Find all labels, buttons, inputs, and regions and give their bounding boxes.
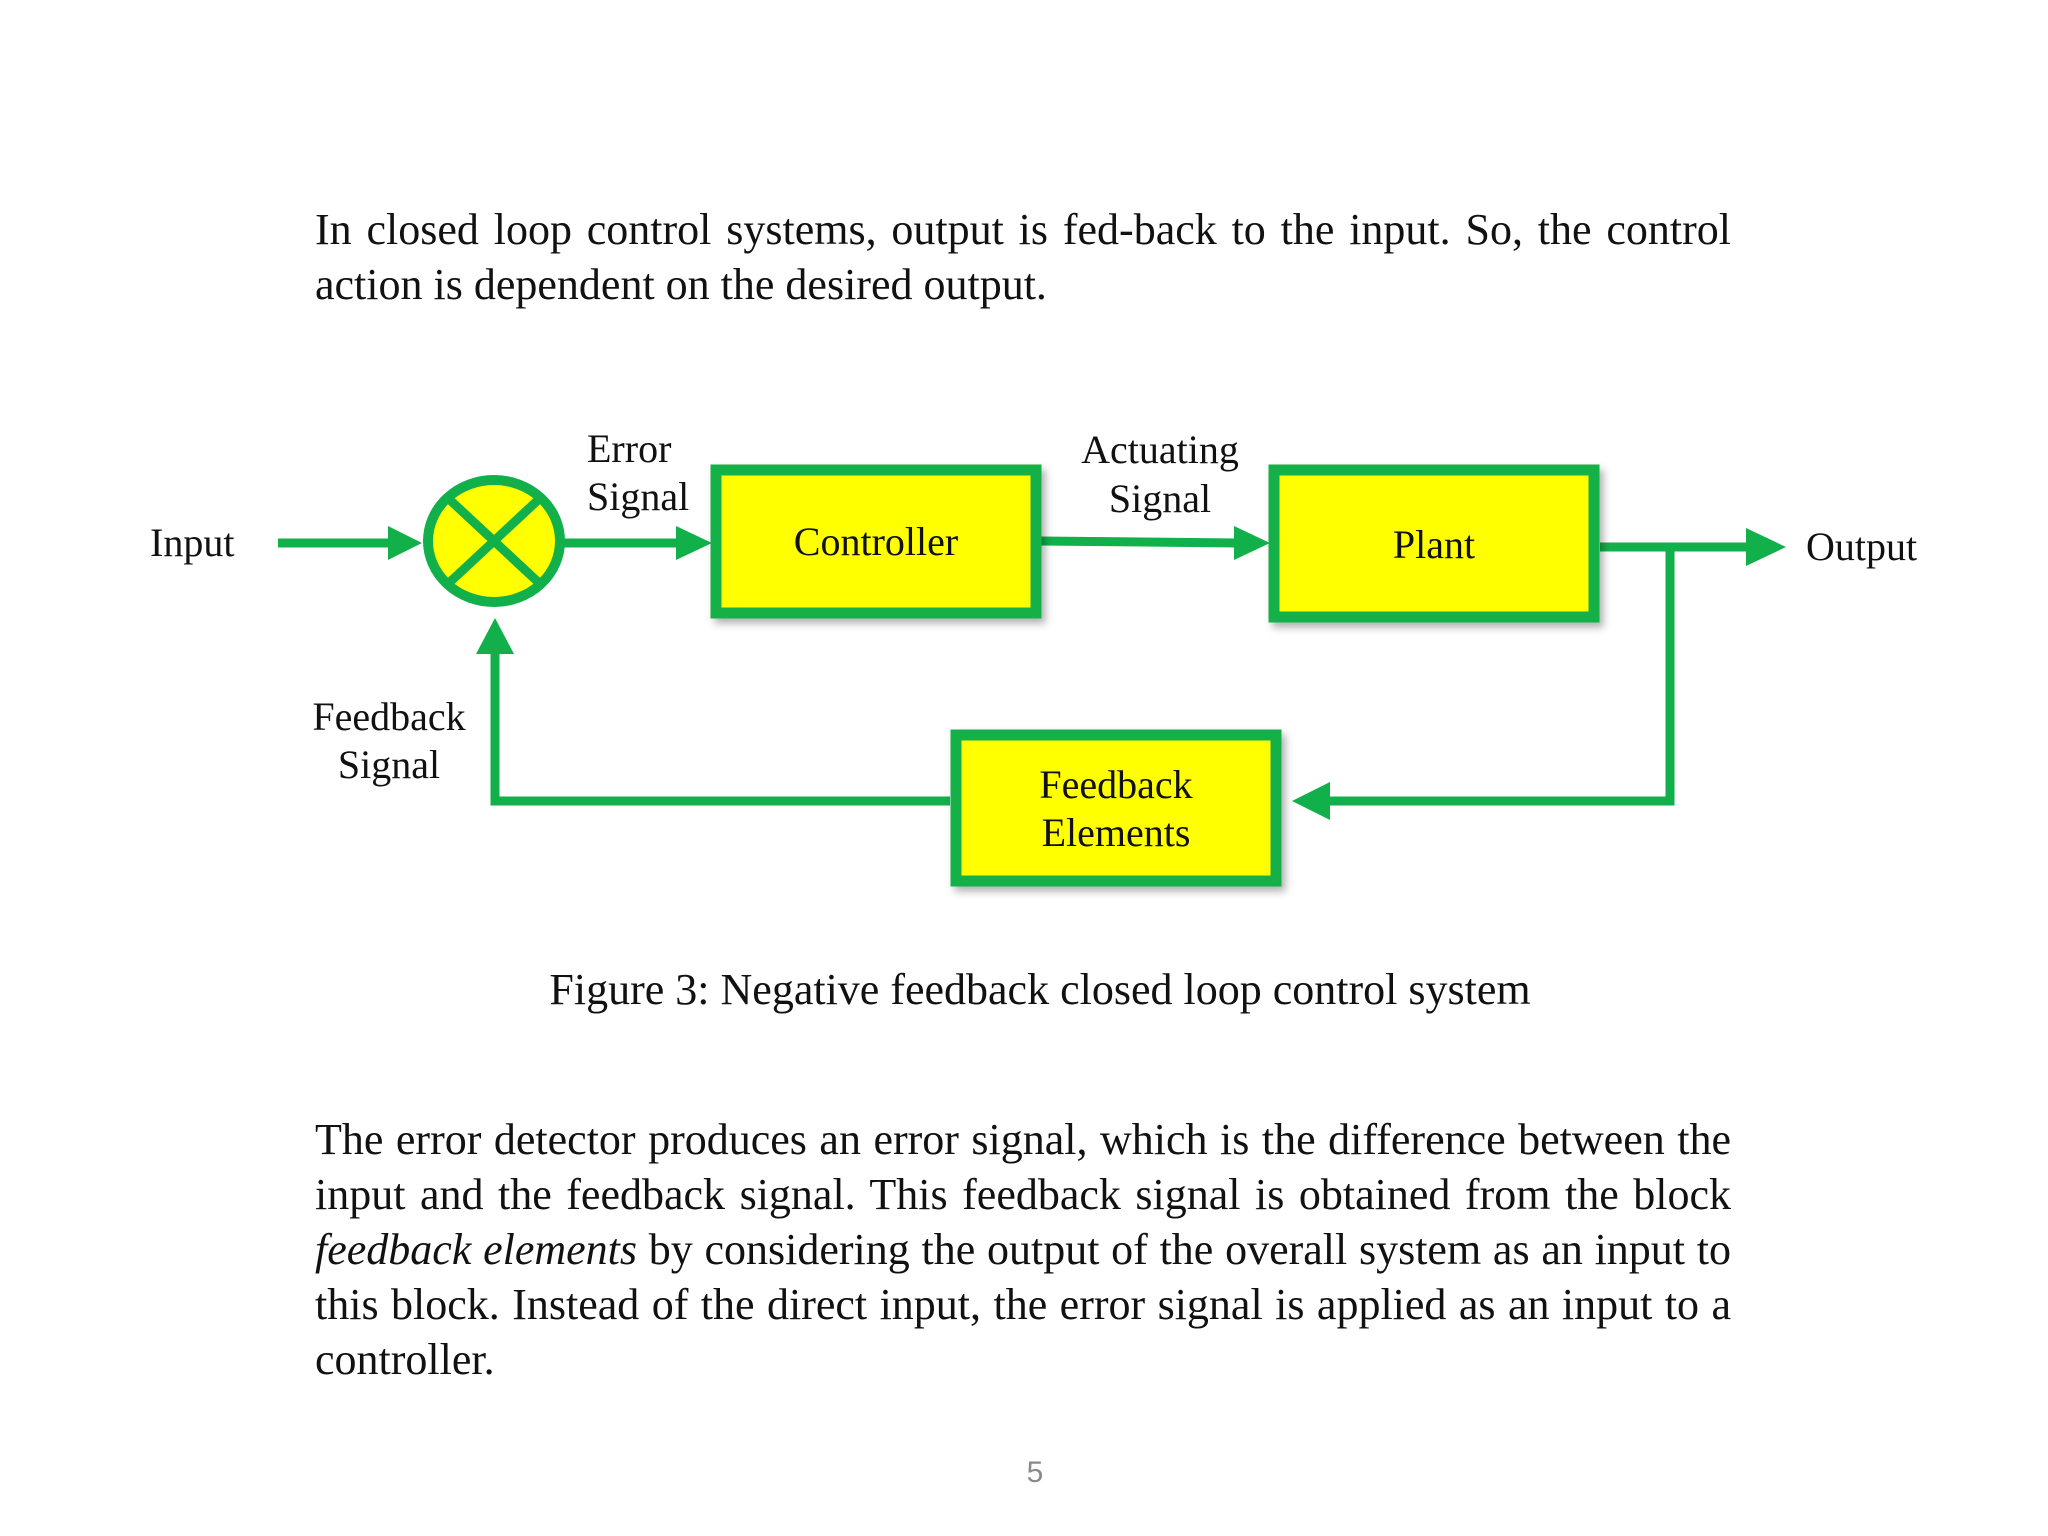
explanation-emphasis: feedback elements: [315, 1225, 638, 1274]
feedback-elements-block: Feedback Elements: [950, 729, 1282, 887]
input-label: Input: [150, 520, 234, 565]
feedback-signal-label-line-2: Signal: [338, 742, 440, 787]
summing-junction-x-icon: [423, 475, 565, 607]
feedback-signal-label-line-1: Feedback: [312, 694, 465, 739]
output-arrowhead-icon: [1746, 528, 1786, 566]
actuating-signal-label-line-1: Actuating: [1081, 427, 1239, 472]
controller-block: Controller: [710, 464, 1042, 619]
error-signal-label-line-1: Error: [587, 426, 671, 471]
controller-label: Controller: [794, 519, 958, 564]
output-label: Output: [1806, 524, 1917, 569]
feedback-elements-label-line-1: Feedback: [1039, 762, 1192, 807]
actuating-signal-arrow-line: [1039, 536, 1239, 548]
feedback-elements-label-line-2: Elements: [1042, 810, 1191, 855]
feedback-path-right: [1326, 547, 1675, 806]
actuating-signal-label-line-2: Signal: [1109, 476, 1211, 521]
plant-block: Plant: [1268, 464, 1600, 623]
intro-paragraph: In closed loop control systems, output i…: [315, 205, 1731, 309]
error-signal-arrowhead-icon: [676, 526, 712, 560]
explanation-text-part-2: by considering the output of the overall…: [315, 1225, 1731, 1384]
error-signal-label-line-2: Signal: [587, 474, 689, 519]
plant-label: Plant: [1393, 522, 1475, 567]
explanation-paragraph: The error detector produces an error sig…: [315, 1112, 1731, 1387]
feedback-elements-arrowhead-icon: [1292, 782, 1330, 820]
page-number: 5: [1026, 1456, 1044, 1489]
feedback-path-left: [490, 650, 950, 806]
input-arrowhead-icon: [388, 526, 422, 560]
figure-caption: Figure 3: Negative feedback closed loop …: [549, 965, 1531, 1014]
explanation-text-part-1: The error detector produces an error sig…: [315, 1115, 1731, 1219]
feedback-signal-arrowhead-icon: [476, 618, 514, 654]
actuating-signal-arrowhead-icon: [1234, 526, 1270, 560]
closed-loop-block-diagram: Controller Plant Feedback Elements Input…: [150, 426, 1917, 887]
